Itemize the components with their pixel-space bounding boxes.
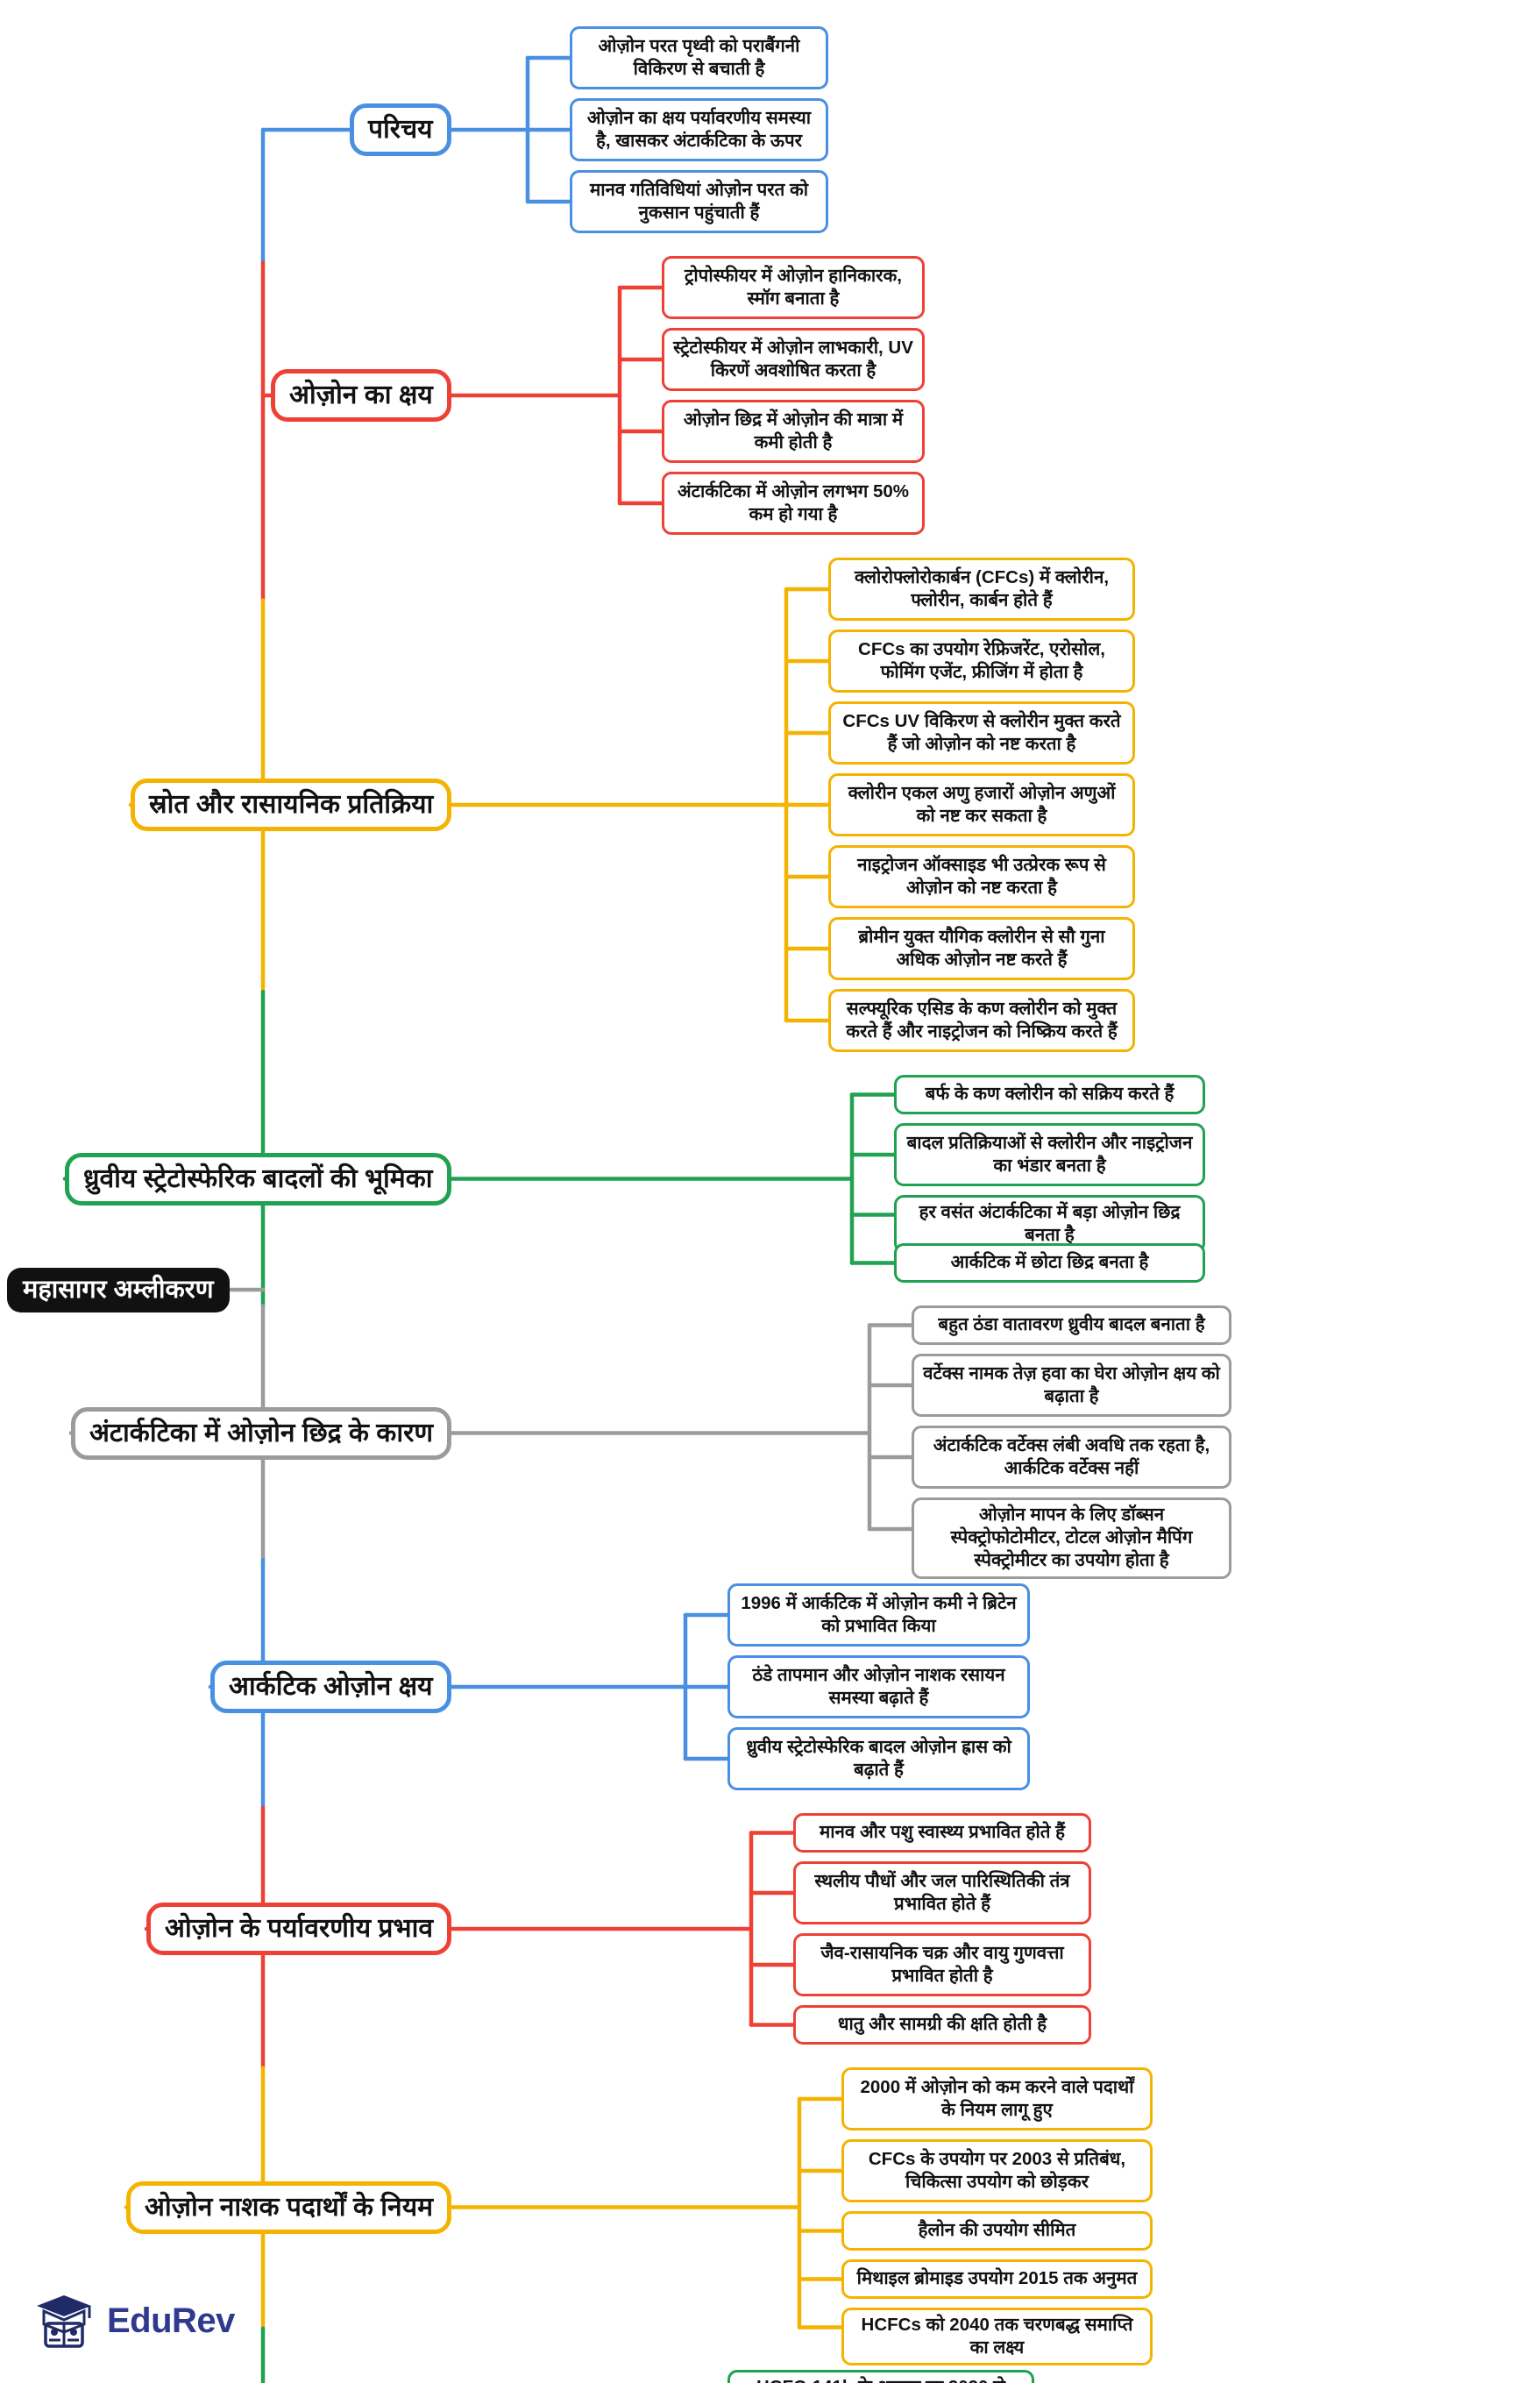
branch-node-ozone-kshay[interactable]: ओज़ोन का क्षय: [271, 369, 451, 423]
leaf-node-nashak-niyam-2[interactable]: हैलोन की उपयोग सीमित: [841, 2211, 1153, 2251]
leaf-node-parichay-0[interactable]: ओज़ोन परत पृथ्वी को पराबैंगनी विकिरण से …: [570, 26, 828, 89]
root-node[interactable]: महासागर अम्लीकरण: [7, 1267, 230, 1312]
leaf-node-parichay-2[interactable]: मानव गतिविधियां ओज़ोन परत को नुकसान पहुं…: [570, 170, 828, 233]
leaf-node-srot-rasayanik-5[interactable]: ब्रोमीन युक्त यौगिक क्लोरीन से सौ गुना अ…: [828, 917, 1135, 980]
brand-name: EduRev: [107, 2301, 235, 2340]
leaf-node-paryavaraniya-prabhav-2[interactable]: जैव-रासायनिक चक्र और वायु गुणवत्ता प्रभा…: [793, 1933, 1091, 1996]
leaf-node-srot-rasayanik-6[interactable]: सल्फ्यूरिक एसिड के कण क्लोरीन को मुक्त क…: [828, 989, 1135, 1052]
branch-node-parichay[interactable]: परिचय: [350, 103, 451, 157]
leaf-node-paryavaraniya-prabhav-3[interactable]: धातु और सामग्री की क्षति होती है: [793, 2005, 1091, 2045]
leaf-node-ozone-kshay-3[interactable]: अंटार्कटिका में ओज़ोन लगभग 50% कम हो गया…: [662, 472, 925, 535]
leaf-node-srot-rasayanik-2[interactable]: CFCs UV विकिरण से क्लोरीन मुक्त करते हैं…: [828, 701, 1135, 765]
leaf-node-srot-rasayanik-0[interactable]: क्लोरोफ्लोरोकार्बन (CFCs) में क्लोरीन, फ…: [828, 558, 1135, 621]
leaf-node-parichay-1[interactable]: ओज़ोन का क्षय पर्यावरणीय समस्या है, खासक…: [570, 98, 828, 161]
leaf-node-sanshodhan-2019-0[interactable]: HCFC-141b के आयात पर 2020 से प्रतिबंध: [727, 2370, 1034, 2383]
leaf-node-srot-rasayanik-1[interactable]: CFCs का उपयोग रेफ्रिजरेंट, एरोसोल, फोमिं…: [828, 630, 1135, 693]
leaf-node-arctic-kshay-0[interactable]: 1996 में आर्कटिक में ओज़ोन कमी ने ब्रिटे…: [727, 1583, 1030, 1647]
leaf-node-nashak-niyam-3[interactable]: मिथाइल ब्रोमाइड उपयोग 2015 तक अनुमत: [841, 2259, 1153, 2299]
branch-node-dhruviya-badal[interactable]: ध्रुवीय स्ट्रेटोस्फेरिक बादलों की भूमिका: [65, 1152, 451, 1206]
leaf-node-ozone-kshay-0[interactable]: ट्रोपोस्फीयर में ओज़ोन हानिकारक, स्मॉग ब…: [662, 256, 925, 319]
leaf-node-antarctica-karan-0[interactable]: बहुत ठंडा वातावरण ध्रुवीय बादल बनाता है: [912, 1305, 1231, 1345]
leaf-node-srot-rasayanik-3[interactable]: क्लोरीन एकल अणु हजारों ओज़ोन अणुओं को नष…: [828, 773, 1135, 836]
branch-node-paryavaraniya-prabhav[interactable]: ओज़ोन के पर्यावरणीय प्रभाव: [146, 1903, 452, 1956]
branch-node-srot-rasayanik[interactable]: स्रोत और रासायनिक प्रतिक्रिया: [131, 779, 452, 832]
leaf-node-antarctica-karan-2[interactable]: अंटार्कटिक वर्टेक्स लंबी अवधि तक रहता है…: [912, 1426, 1231, 1489]
leaf-node-arctic-kshay-1[interactable]: ठंडे तापमान और ओज़ोन नाशक रसायन समस्या ब…: [727, 1655, 1030, 1718]
leaf-node-ozone-kshay-1[interactable]: स्ट्रेटोस्फीयर में ओज़ोन लाभकारी, UV किर…: [662, 328, 925, 391]
leaf-node-antarctica-karan-3[interactable]: ओज़ोन मापन के लिए डॉब्सन स्पेक्ट्रोफोटोम…: [912, 1497, 1231, 1579]
leaf-node-dhruviya-badal-1[interactable]: बादल प्रतिक्रियाओं से क्लोरीन और नाइट्रो…: [894, 1123, 1205, 1186]
branch-node-arctic-kshay[interactable]: आर्कटिक ओज़ोन क्षय: [210, 1661, 451, 1714]
leaf-node-srot-rasayanik-4[interactable]: नाइट्रोजन ऑक्साइड भी उत्प्रेरक रूप से ओज…: [828, 845, 1135, 908]
leaf-node-ozone-kshay-2[interactable]: ओज़ोन छिद्र में ओज़ोन की मात्रा में कमी …: [662, 400, 925, 463]
leaf-node-arctic-kshay-2[interactable]: ध्रुवीय स्ट्रेटोस्फेरिक बादल ओज़ोन ह्रास…: [727, 1727, 1030, 1790]
leaf-node-paryavaraniya-prabhav-1[interactable]: स्थलीय पौधों और जल पारिस्थितिकी तंत्र प्…: [793, 1861, 1091, 1924]
leaf-node-nashak-niyam-0[interactable]: 2000 में ओज़ोन को कम करने वाले पदार्थों …: [841, 2067, 1153, 2130]
edurev-logo: EduRev: [32, 2288, 235, 2353]
leaf-node-nashak-niyam-4[interactable]: HCFCs को 2040 तक चरणबद्ध समाप्ति का लक्ष…: [841, 2308, 1153, 2366]
leaf-node-dhruviya-badal-0[interactable]: बर्फ के कण क्लोरीन को सक्रिय करते हैं: [894, 1075, 1205, 1114]
leaf-node-paryavaraniya-prabhav-0[interactable]: मानव और पशु स्वास्थ्य प्रभावित होते हैं: [793, 1813, 1091, 1853]
graduation-cap-icon: [37, 2295, 91, 2348]
branch-node-antarctica-karan[interactable]: अंटार्कटिका में ओज़ोन छिद्र के कारण: [71, 1406, 452, 1460]
leaf-node-antarctica-karan-1[interactable]: वर्टेक्स नामक तेज़ हवा का घेरा ओज़ोन क्ष…: [912, 1354, 1231, 1417]
leaf-node-dhruviya-badal-3[interactable]: आर्कटिक में छोटा छिद्र बनता है: [894, 1243, 1205, 1283]
leaf-node-nashak-niyam-1[interactable]: CFCs के उपयोग पर 2003 से प्रतिबंध, चिकित…: [841, 2139, 1153, 2202]
branch-node-nashak-niyam[interactable]: ओज़ोन नाशक पदार्थों के नियम: [126, 2180, 452, 2234]
